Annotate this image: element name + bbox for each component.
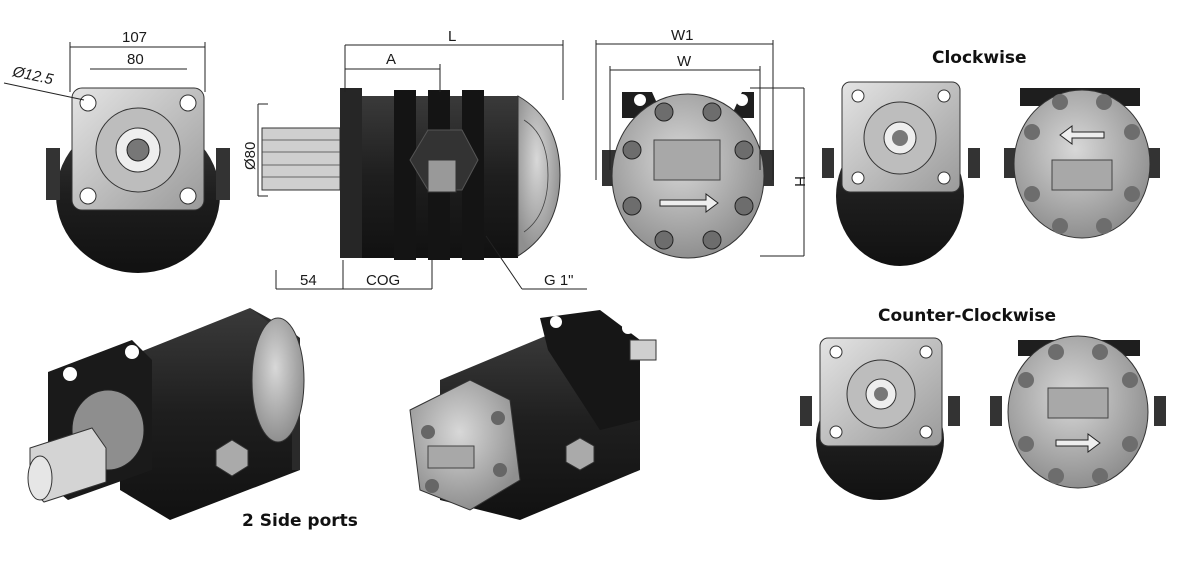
isometric-view-shaft-side	[27, 308, 305, 520]
front-view	[3, 42, 230, 273]
clockwise-flange-view	[822, 81, 980, 266]
dim-length: L	[448, 28, 456, 45]
counter-clockwise-label: Counter-Clockwise	[878, 306, 1056, 326]
dim-port-thread: G 1"	[544, 272, 574, 289]
dim-a: A	[386, 51, 396, 68]
dim-shaft-length: 54	[300, 272, 317, 289]
clockwise-cover-view	[1004, 88, 1160, 239]
dim-pilot-diameter: Ø80	[242, 142, 259, 170]
side-view	[257, 40, 587, 290]
rear-view	[595, 40, 805, 259]
clockwise-label: Clockwise	[932, 48, 1027, 68]
dim-h: H	[791, 176, 808, 187]
dim-flange-width: 107	[122, 29, 147, 46]
dim-w: W	[677, 53, 692, 70]
dim-w1: W1	[671, 27, 694, 44]
side-ports-label: 2 Side ports	[242, 511, 358, 531]
isometric-view-cover-side	[409, 310, 657, 520]
dim-bolt-spacing: 80	[127, 51, 144, 68]
dim-cog: COG	[366, 272, 400, 289]
dim-hole-diameter: Ø12.5	[10, 63, 55, 88]
counter-clockwise-flange-view	[800, 337, 960, 500]
counter-clockwise-cover-view	[990, 335, 1166, 489]
